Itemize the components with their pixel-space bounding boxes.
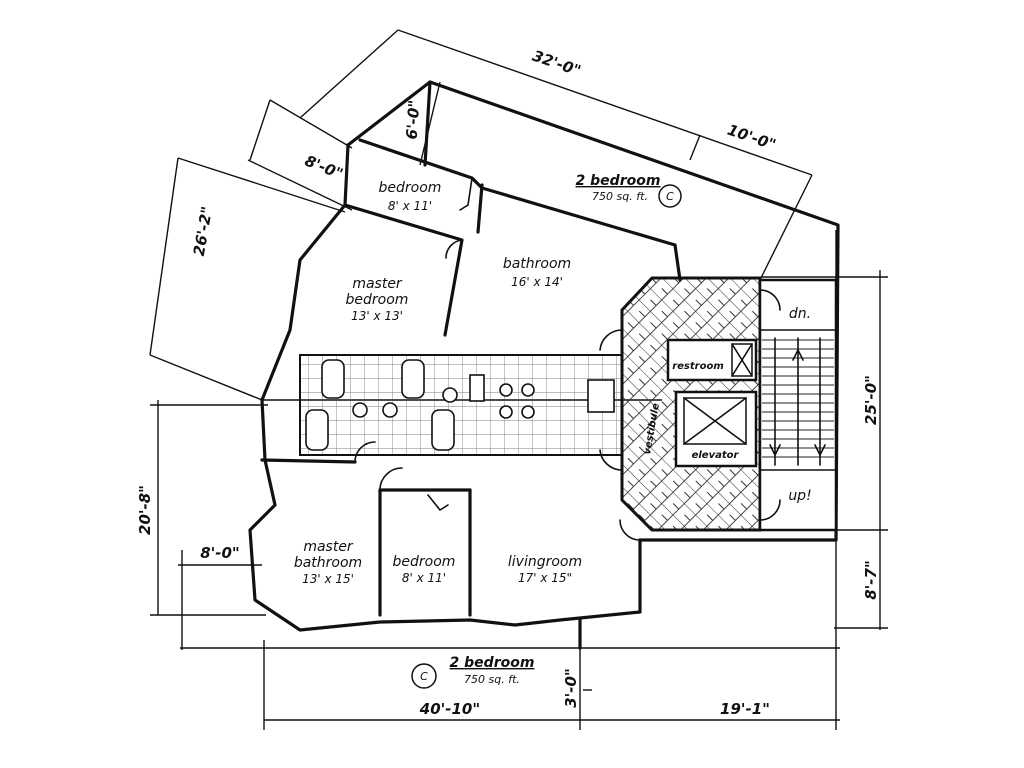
- bedroom-top-label: bedroom: [379, 180, 442, 196]
- master-bedroom-size: 13' x 13': [351, 309, 403, 323]
- dim-8-7: 8'-7": [862, 560, 880, 600]
- dim-6: 6'-0": [403, 99, 424, 140]
- master-bathroom-size: 13' x 15': [302, 572, 354, 586]
- dim-26: 26'-2": [190, 205, 216, 257]
- master-bedroom-label-1: master: [352, 276, 403, 292]
- unit-bottom-title: 2 bedroom: [450, 655, 535, 671]
- bedroom-bottom-label: bedroom: [393, 554, 456, 570]
- bedroom-top-size: 8' x 11': [388, 199, 432, 213]
- corridor: [299, 354, 623, 456]
- unit-top-tag-circle: [658, 184, 682, 208]
- livingroom-size: 17' x 15": [518, 571, 572, 585]
- core: [620, 276, 762, 532]
- unit-top-area: 750 sq. ft.: [592, 190, 648, 203]
- upper-wing-walls: [260, 80, 840, 542]
- lower-wing-walls: [248, 398, 838, 650]
- dim-3: 3'-0": [562, 668, 580, 708]
- livingroom-label: livingroom: [508, 554, 582, 570]
- unit-top-title: 2 bedroom: [576, 173, 661, 189]
- room-labels: bedroom 8' x 11' master bedroom 13' x 13…: [294, 180, 812, 586]
- dim-8-top: 8'-0": [302, 152, 345, 183]
- dim-25: 25'-0": [862, 375, 880, 425]
- stairs-down-label: dn.: [789, 306, 811, 322]
- dim-8-left: 8'-0": [200, 544, 240, 562]
- bathroom-top-size: 16' x 14': [511, 275, 563, 289]
- master-bedroom-label-2: bedroom: [346, 292, 409, 308]
- dim-10: 10'-0": [725, 121, 778, 154]
- dim-19: 19'-1": [720, 700, 770, 718]
- unit-bottom-tag: C: [420, 670, 428, 683]
- unit-tag-top: 2 bedroom 750 sq. ft. C: [576, 173, 682, 208]
- master-bathroom-label-2: bathroom: [294, 555, 362, 571]
- stairs: [758, 278, 838, 532]
- dim-20: 20'-8": [136, 485, 154, 535]
- dim-32: 32'-0": [530, 47, 583, 80]
- elevator-label: elevator: [692, 450, 740, 461]
- master-bathroom-label-1: master: [303, 539, 354, 555]
- unit-bottom-area: 750 sq. ft.: [464, 673, 520, 686]
- dimension-labels: 32'-0" 6'-0" 10'-0" 8'-0" 26'-2" 20'-8" …: [136, 47, 880, 718]
- stairs-up-label: up!: [788, 488, 811, 504]
- restroom-label: restroom: [672, 361, 724, 372]
- unit-top-tag: C: [666, 190, 674, 203]
- dim-40: 40'-10": [419, 700, 480, 718]
- unit-bottom-tag-circle: [411, 663, 437, 689]
- door-swings: [354, 177, 781, 541]
- bathroom-top-label: bathroom: [503, 256, 571, 272]
- bedroom-bottom-size: 8' x 11': [402, 571, 446, 585]
- unit-tag-bottom: C 2 bedroom 750 sq. ft.: [411, 655, 535, 689]
